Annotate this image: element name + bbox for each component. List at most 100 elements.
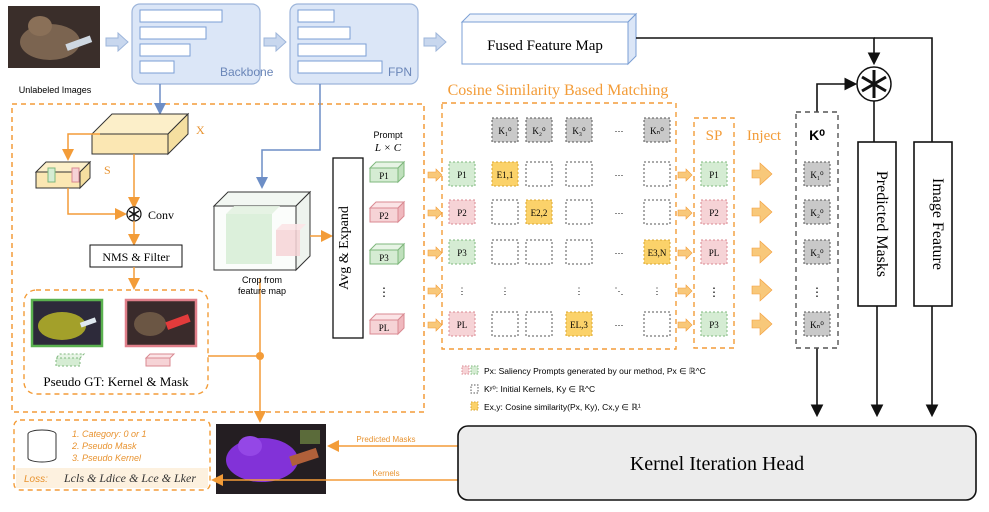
feature-x-slab [90,112,190,156]
sp-pl-label: PL [709,248,720,258]
pseudo-gt-box [23,289,209,395]
matrix-empty-cell [643,311,671,337]
sp-p3 [700,311,728,337]
matrix-empty-cell [643,199,671,225]
matching-to-sp-arrows [677,168,693,332]
s-label: S [104,163,111,177]
sp-p3-label: P3 [709,320,719,330]
conv-label: Conv [148,208,174,222]
input-cat-image [8,6,100,68]
predicted-masks-box [857,141,897,307]
loss-box [13,419,211,491]
loss-label: Loss: [24,474,48,485]
fused-feature-map [460,12,638,66]
backbone-block [131,3,261,85]
input-arrow-icon [105,31,129,53]
matrix-empty-cell [643,161,671,187]
k0-region [795,111,839,349]
loss-terms: Lcls & Ldice & Lce & Lker [63,471,196,485]
fpn-block [289,3,419,85]
k0-ellipsis: ⋮ [811,285,823,299]
backbone-fpn-arrow-icon [263,31,287,53]
legend-line2: Kʸ⁰: Initial Kernels, Ky ∈ ℝ^C [484,384,595,394]
k0-k2 [803,199,831,225]
matrix-header-kernel [525,117,553,143]
legend-line1: Px: Saliency Prompts generated by our me… [484,366,706,376]
k0-k3 [803,239,831,265]
matrix-ellipsis: ⋯ [615,208,624,218]
loss-item-3: 3. Pseudo Kernel [72,453,142,463]
image-feature-label: Image Feature [929,178,946,270]
matrix-ellipsis: ⋯ [615,170,624,180]
matrix-row-prompt-label: ⋮ [458,286,467,296]
pseudo-mask-token-icon [144,353,176,367]
matrix-header-kernel-label: K₁⁰ [498,126,512,136]
fpn-label: FPN [388,65,412,79]
avg-expand-box [332,157,364,339]
matrix-empty-cell [565,161,593,187]
pseudo-gt-kernel-image [30,298,104,348]
prompt-ellipsis: ⋮ [378,285,390,299]
matrix-similarity-label: E3,N [648,248,667,258]
matrix-similarity-label: EL,3 [570,320,588,330]
matrix-row-prompt [448,239,476,265]
x-label: X [196,123,205,137]
matrix-ellipsis: ⋮ [653,286,662,296]
k0-k3-label: K₃⁰ [810,248,824,258]
sp-p1 [700,161,728,187]
x-to-s-arrow [62,133,100,161]
fused-to-conv-arrow [636,37,881,66]
matrix-ellipsis: ⋮ [501,286,510,296]
matrix-ellipsis: ⋯ [615,248,624,258]
matrix-empty-cell [525,311,553,337]
sp-label: SP [706,128,723,144]
matrix-row-prompt-label: PL [457,320,468,330]
matrix-row-prompt [448,311,476,337]
inject-label: Inject [747,128,782,144]
matrix-row-prompt [448,161,476,187]
fpn-fused-arrow-icon [423,31,447,53]
pseudo-kernel-token-icon [54,353,86,367]
matrix-row-prompt-label: P3 [457,248,467,258]
matching-region [441,102,677,350]
feature-s-slab [34,160,92,190]
matrix-empty-cell [491,311,519,337]
prompt-p1-label: P1 [379,171,389,181]
prompt-p2-label: P2 [379,211,389,221]
prompt-p3 [368,242,406,266]
loss-item-1: 1. Category: 0 or 1 [72,429,147,439]
matrix-header-kernel [491,117,519,143]
matching-title: Cosine Similarity Based Matching [448,82,669,99]
k0-k1-label: K₁⁰ [810,170,824,180]
matrix-empty-cell [525,161,553,187]
k0-label: K⁰ [809,127,825,143]
prompt-p3-label: P3 [379,253,389,263]
prompt-to-matching-arrows [427,168,443,332]
matrix-ellipsis: ⋮ [575,286,584,296]
conv-icon [126,206,142,222]
k0-k1 [803,161,831,187]
s-to-conv-arrow [67,188,127,220]
image-feature-box [913,141,953,307]
sp-p2 [700,199,728,225]
k0-kn-label: Kₙ⁰ [810,320,824,330]
pseudo-gt-mask-image [124,298,198,348]
matrix-header-kernel-label: K₂⁰ [532,126,546,136]
prompt-pl [368,312,406,336]
inject-arrows [751,162,773,336]
k0-kn [803,311,831,337]
matrix-empty-cell [565,199,593,225]
prompt-p1 [368,160,406,184]
pseudo-gt-label: Pseudo GT: Kernel & Mask [43,374,189,389]
sp-p2-label: P2 [709,208,719,218]
fused-label: Fused Feature Map [487,38,603,54]
sp-region [693,117,735,349]
matrix-empty-cell [525,239,553,265]
input-caption: Unlabeled Images [19,85,92,95]
matrix-header-kernel [565,117,593,143]
matrix-header-kernel-label: Kₙ⁰ [650,126,664,136]
crop-caption-line1: Crop from [242,275,282,285]
matrix-similarity-cell [491,161,519,187]
